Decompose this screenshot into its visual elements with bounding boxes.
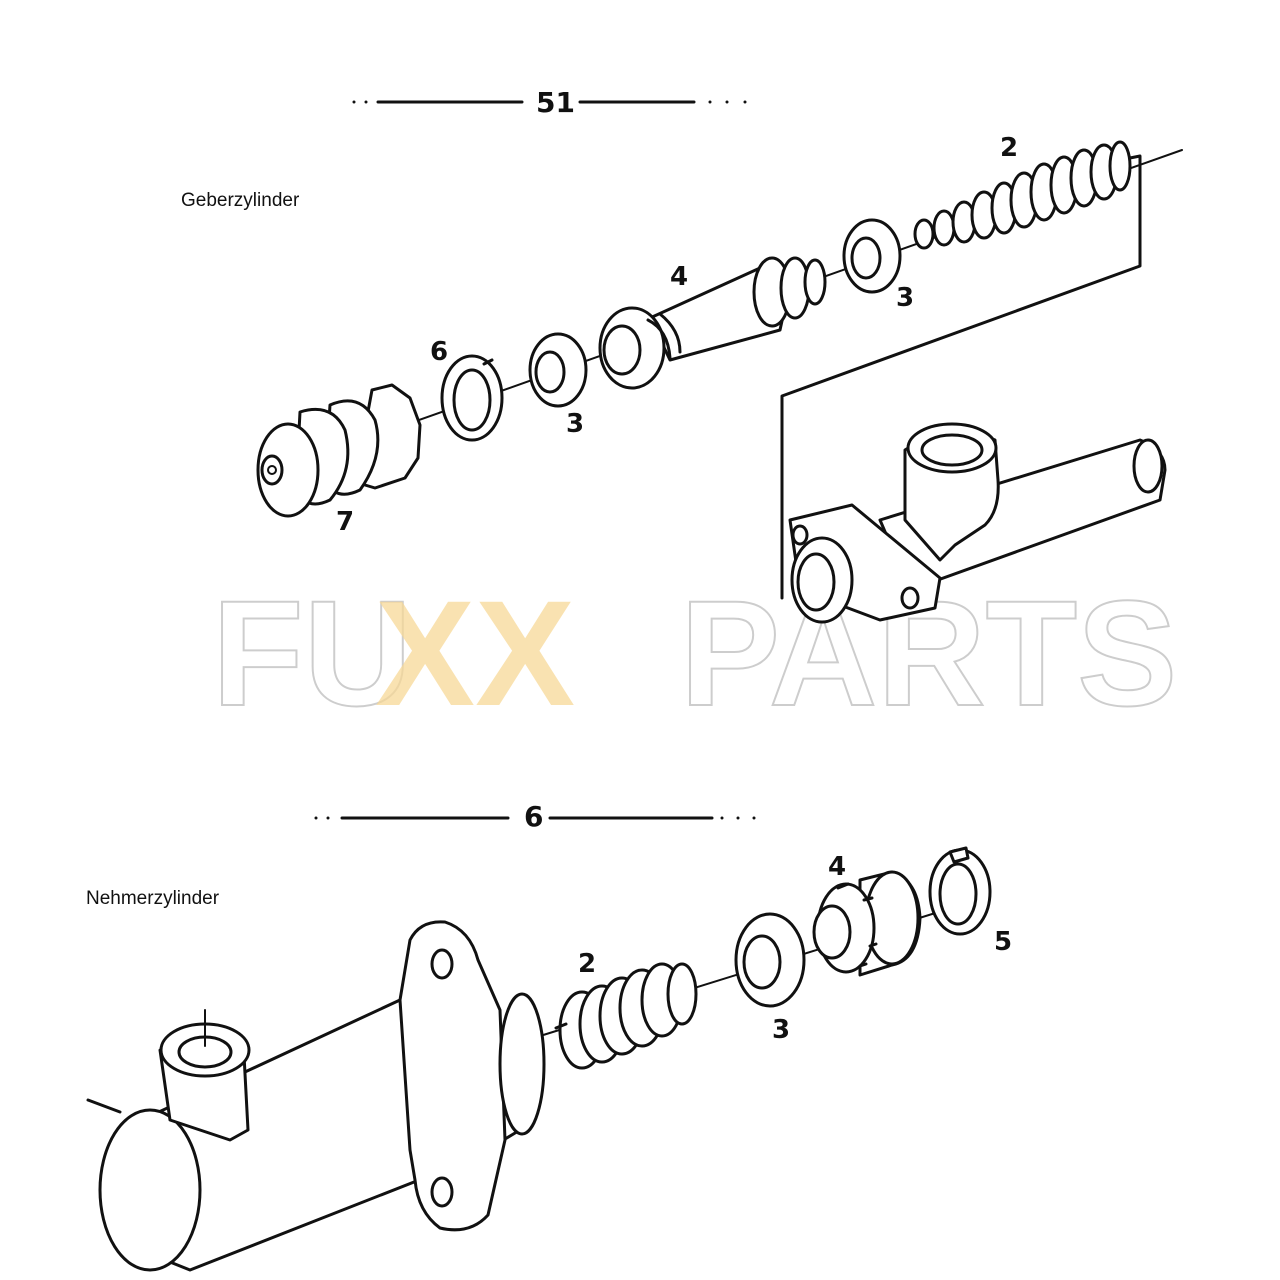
master-cylinder-housing [788, 422, 1167, 624]
callout-4-geber: 4 [670, 262, 688, 292]
watermark-mid: XX [375, 569, 575, 737]
callout-4-nehmer: 4 [828, 852, 846, 882]
watermark: FU XX PARTS [211, 568, 1178, 738]
callout-3-right: 3 [896, 283, 914, 313]
callout-3-left: 3 [566, 409, 584, 439]
piston-nut-part-4 [812, 870, 922, 977]
callout-3-nehmer: 3 [772, 1015, 790, 1045]
bracket-line [780, 154, 1142, 600]
snap-ring-part-5 [928, 846, 992, 936]
seal-part-3-left [528, 332, 588, 408]
callout-2-geber: 2 [1000, 133, 1018, 163]
callout-5-nehmer: 5 [994, 927, 1012, 957]
group-number-51: 51 [536, 86, 575, 119]
watermark-left: FU [212, 569, 412, 737]
callout-2-nehmer: 2 [578, 949, 596, 979]
snap-ring-part-6 [440, 354, 504, 442]
callout-7-geber: 7 [336, 507, 354, 537]
seal-part-3-right [842, 218, 902, 294]
seal-part-3-nehmer [734, 912, 806, 1008]
slave-cylinder-housing [86, 920, 546, 1272]
callout-6-geber: 6 [430, 337, 448, 367]
section-title-geberzylinder: Geberzylinder [181, 190, 300, 211]
spring-part-2-geber [913, 140, 1132, 250]
section-title-nehmerzylinder: Nehmerzylinder [86, 888, 220, 909]
group-number-6: 6 [524, 800, 543, 833]
piston-part-4 [598, 256, 827, 390]
group-header-6: 6 [314, 800, 756, 833]
dust-boot-part-7 [256, 383, 422, 518]
spring-part-2-nehmer [554, 962, 698, 1070]
group-header-51: 51 [352, 86, 747, 119]
